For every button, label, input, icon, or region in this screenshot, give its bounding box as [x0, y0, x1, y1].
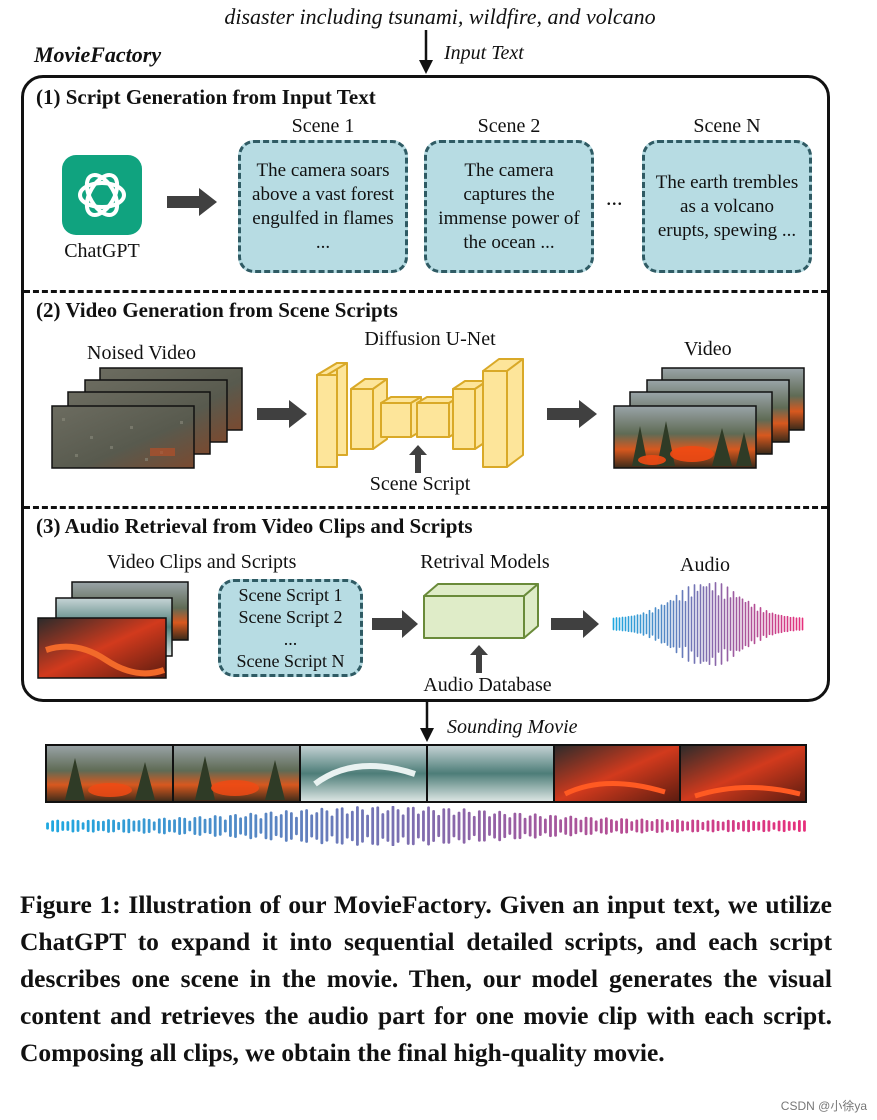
figure-caption: Figure 1: Illustration of our MovieFacto…	[20, 890, 832, 1067]
noised-video-label: Noised Video	[87, 342, 196, 364]
script-item: Scene Script N	[236, 651, 345, 671]
video-label: Video	[684, 338, 732, 360]
input-text-label: Input Text	[444, 42, 524, 64]
scene-2-text: The camera captures the immense power of…	[438, 159, 580, 253]
noised-video-stack	[51, 367, 243, 469]
arrow-right	[257, 400, 307, 428]
chatgpt-label: ChatGPT	[64, 240, 140, 262]
retrieval-label: Retrival Models	[420, 551, 550, 573]
section-divider	[24, 506, 827, 509]
movie-film-strip	[45, 744, 807, 803]
input-arrow	[419, 30, 433, 74]
output-arrow	[420, 702, 434, 742]
scene-n-text: The earth trembles as a volcano erupts, …	[655, 171, 799, 241]
retrieval-model	[423, 583, 539, 639]
arrow-right	[547, 400, 597, 428]
movie-audio-waveform	[46, 806, 806, 846]
system-name: MovieFactory	[34, 42, 162, 67]
arrow-right	[372, 610, 418, 638]
section-divider	[24, 290, 827, 293]
generated-video-stack	[613, 367, 805, 469]
script-item: Scene Script 1	[238, 585, 343, 605]
arrow-right	[551, 610, 599, 638]
scene-script-label: Scene Script	[369, 473, 471, 495]
scene-n-box: The earth trembles as a volcano erupts, …	[642, 140, 812, 273]
scene-1-header: Scene 1	[291, 115, 355, 137]
audio-database-label: Audio Database	[423, 674, 552, 696]
script-item: Scene Script 2	[238, 607, 343, 627]
audio-waveform	[612, 581, 804, 667]
movie-frame	[426, 744, 555, 803]
diffusion-unet	[316, 358, 524, 468]
watermark: CSDN @小徐ya	[780, 1099, 867, 1113]
scene-2-header: Scene 2	[477, 115, 541, 137]
framework-container	[21, 75, 830, 702]
scene-2-box: The camera captures the immense power of…	[424, 140, 594, 273]
scene-ellipsis: ...	[606, 185, 623, 210]
scene-n-header: Scene N	[693, 115, 761, 137]
chatgpt-icon	[78, 173, 126, 217]
video-clips-stack	[37, 581, 189, 679]
section2-title: (2) Video Generation from Scene Scripts	[36, 298, 398, 322]
scene-1-text: The camera soars above a vast forest eng…	[252, 159, 394, 253]
sounding-movie-label: Sounding Movie	[447, 716, 578, 738]
section1-title: (1) Script Generation from Input Text	[36, 85, 376, 109]
chatgpt-logo	[62, 155, 142, 235]
movie-frame	[553, 744, 681, 803]
audio-label: Audio	[680, 554, 730, 576]
script-item: ...	[283, 629, 298, 649]
scripts-box: Scene Script 1 Scene Script 2 ... Scene …	[218, 579, 363, 677]
input-text: disaster including tsunami, wildfire, an…	[224, 4, 656, 29]
section3-title: (3) Audio Retrieval from Video Clips and…	[36, 514, 473, 538]
clips-label: Video Clips and Scripts	[107, 551, 297, 573]
arrow-up	[470, 645, 488, 673]
scene-1-box: The camera soars above a vast forest eng…	[238, 140, 408, 273]
arrow-right	[167, 188, 217, 216]
arrow-up	[409, 445, 427, 473]
unet-label: Diffusion U-Net	[364, 328, 496, 350]
